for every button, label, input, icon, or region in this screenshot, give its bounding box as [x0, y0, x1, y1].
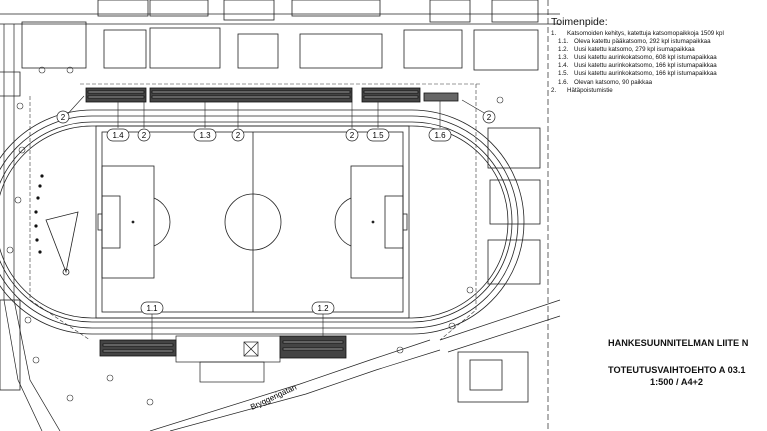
legend-item-label: Uusi katettu katsomo, 279 kpl isumapaikk…	[574, 46, 695, 54]
legend-item: 2. Hätäpoistumistie	[551, 87, 767, 95]
legend-item-label: Uusi katettu aurinkokatsomo, 608 kpl ist…	[574, 54, 717, 62]
street-label: Bryggerigatan	[249, 383, 298, 412]
scale-label: 1:500 / A4+2	[650, 377, 704, 387]
svg-text:1.6: 1.6	[434, 131, 446, 140]
surrounding-buildings	[0, 0, 541, 403]
legend-items: 1. Katsomoiden kehitys, katettuja katsomo…	[551, 30, 767, 95]
svg-text:2: 2	[142, 131, 147, 140]
option-title: TOTEUTUSVAIHTOEHTO A 03.1	[608, 365, 746, 375]
callout-1-6: 1.6	[428, 128, 452, 142]
stands	[85, 87, 459, 359]
trees	[6, 66, 504, 406]
legend-item-number: 1.2.	[558, 46, 569, 54]
callout-2-a: 2	[137, 128, 151, 142]
callout-1-1: 1.1	[140, 301, 164, 315]
legend-item: 1.2. Uusi katettu katsomo, 279 kpl isumap…	[551, 46, 767, 54]
legend-item-number: 1.4.	[558, 62, 569, 70]
football-pitch	[95, 125, 410, 319]
callout-1-5: 1.5	[366, 128, 390, 142]
legend-item-label: Oleva katettu pääkatsomo, 292 kpl istuma…	[574, 38, 711, 46]
callout-2-e: 2	[482, 110, 496, 124]
legend-item: 1.3. Uusi katettu aurinkokatsomo, 608 kpl…	[551, 54, 767, 62]
callout-1-3: 1.3	[193, 128, 217, 142]
svg-text:1.3: 1.3	[199, 131, 211, 140]
svg-text:1.2: 1.2	[317, 304, 329, 313]
appendix-title: HANKESUUNNITELMAN LIITE N	[608, 338, 749, 348]
service-building	[175, 335, 281, 383]
legend-item-label: Olevan katsomo, 90 paikkaa	[574, 78, 653, 86]
legend-item: 1.6. Olevan katsomo, 90 paikkaa	[551, 79, 767, 87]
legend-item: 1.1. Oleva katettu pääkatsomo, 292 kpl is…	[551, 38, 767, 46]
streets	[0, 0, 561, 431]
legend-item-label: Katsomoiden kehitys, katettuja katsomopa…	[567, 30, 724, 37]
legend-item-number: 2.	[551, 86, 557, 94]
emergency-route-dots	[34, 174, 44, 254]
legend-item-number: 1.	[551, 30, 557, 37]
legend-item-label: Hätäpoistumistie	[567, 86, 613, 94]
callout-labels: 1.4 2 1.3 2 2 1.5 1.6 1.1	[56, 110, 496, 315]
legend-title: Toimenpide:	[551, 16, 608, 28]
stand-1-6	[423, 92, 459, 102]
svg-text:1.5: 1.5	[372, 131, 384, 140]
callout-2-c: 2	[345, 128, 359, 142]
svg-text:2: 2	[487, 113, 492, 122]
legend-item-number: 1.5.	[558, 70, 569, 78]
stand-1-5	[361, 87, 421, 103]
callout-2-b: 2	[231, 128, 245, 142]
svg-text:1.1: 1.1	[146, 304, 158, 313]
stand-1-1	[99, 339, 177, 357]
legend-item-number: 1.6.	[558, 78, 569, 86]
measures-legend: Toimenpide: 1. Katsomoiden kehitys, katet…	[551, 16, 767, 95]
stand-1-2	[279, 335, 347, 359]
legend-item-number: 1.3.	[558, 54, 569, 62]
svg-text:1.4: 1.4	[112, 131, 124, 140]
stand-1-3	[149, 87, 353, 103]
legend-item: 1.5. Uusi katettu aurinkokatsomo, 166 kpl…	[551, 70, 767, 78]
callout-2-d: 2	[56, 110, 70, 124]
running-track	[0, 109, 525, 335]
throwing-sector	[45, 211, 79, 276]
legend-item-label: Uusi katettu aurinkokatsomo, 166 kpl ist…	[574, 70, 717, 78]
legend-item: 1. Katsomoiden kehitys, katettuja katsomo…	[551, 30, 767, 38]
svg-text:2: 2	[236, 131, 241, 140]
callout-1-2: 1.2	[311, 301, 335, 315]
svg-text:2: 2	[350, 131, 355, 140]
legend-item-number: 1.1.	[558, 38, 569, 46]
svg-text:2: 2	[61, 113, 66, 122]
legend-item-label: Uusi katettu aurinkokatsomo, 166 kpl ist…	[574, 62, 717, 70]
stand-1-4	[85, 87, 147, 103]
callout-1-4: 1.4	[106, 128, 130, 142]
legend-item: 1.4. Uusi katettu aurinkokatsomo, 166 kpl…	[551, 62, 767, 70]
